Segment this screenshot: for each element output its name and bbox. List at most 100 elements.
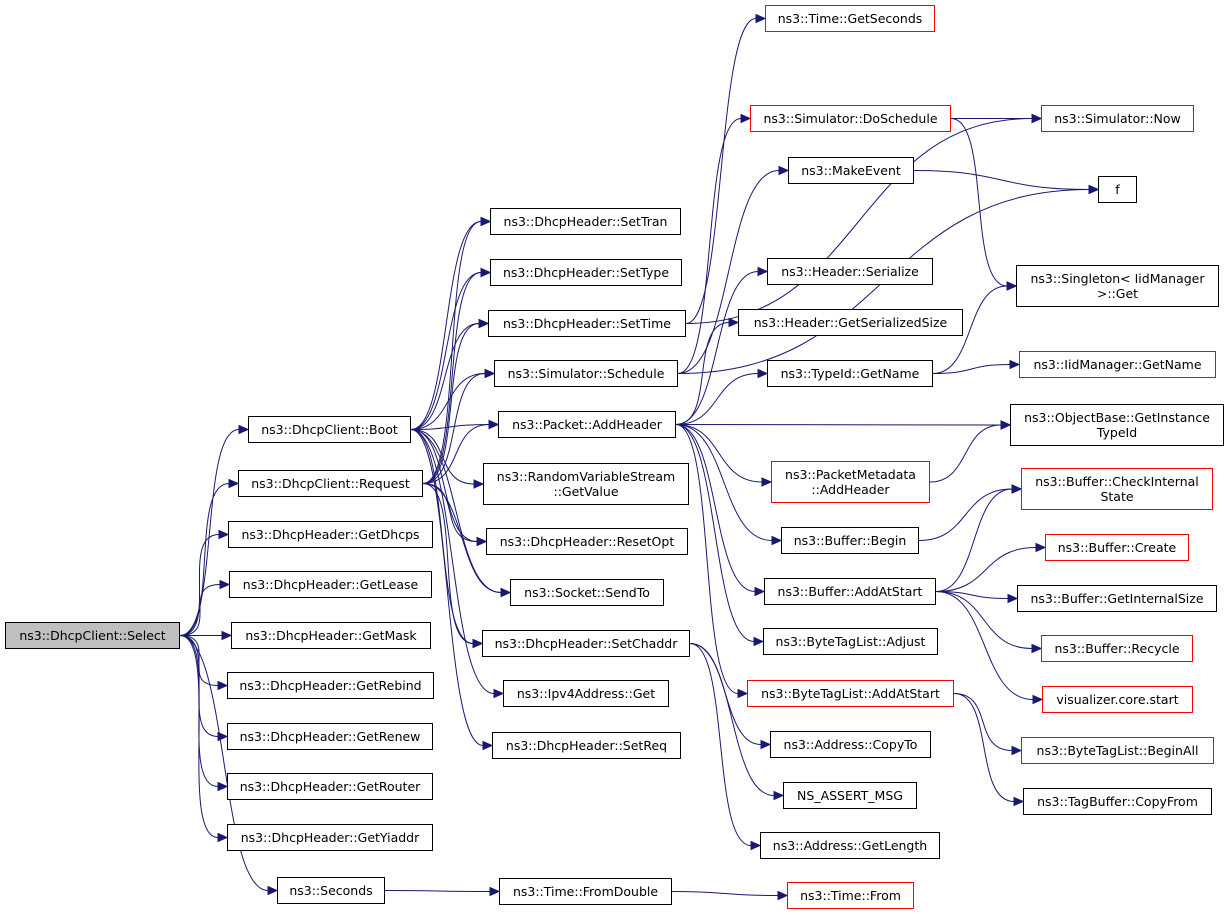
- arrowhead-request-sendto: [500, 587, 512, 598]
- arrowhead-addheader-hserialize: [757, 266, 769, 277]
- arrowhead-seconds-fromdouble: [489, 886, 501, 897]
- edge-request-setchaddr: [422, 483, 474, 644]
- node-hserialize[interactable]: ns3::Header::Serialize: [767, 258, 933, 285]
- arrowhead-request-settran: [480, 216, 492, 227]
- node-schedule[interactable]: ns3::Simulator::Schedule: [494, 360, 678, 387]
- node-typeidgetname[interactable]: ns3::TypeId::GetName: [767, 360, 933, 387]
- node-rvsgetvalue[interactable]: ns3::RandomVariableStream ::GetValue: [483, 463, 689, 505]
- node-btladjust[interactable]: ns3::ByteTagList::Adjust: [763, 628, 938, 655]
- node-settran[interactable]: ns3::DhcpHeader::SetTran: [490, 208, 681, 235]
- edge-addheader-typeidgetname: [675, 373, 759, 425]
- node-getrebind[interactable]: ns3::DhcpHeader::GetRebind: [227, 672, 434, 699]
- edge-makeevent-f: [913, 170, 1090, 190]
- edge-setchaddr-nsassert: [689, 643, 775, 796]
- node-hgetsersize[interactable]: ns3::Header::GetSerializedSize: [738, 309, 963, 336]
- node-fromdouble[interactable]: ns3::Time::FromDouble: [499, 878, 672, 905]
- arrowhead-pmaddheader-objgetinst: [1000, 420, 1012, 430]
- arrowhead-addheader-bufbegin: [771, 535, 783, 546]
- edge-bufbegin-bufcheck: [918, 488, 1013, 541]
- node-btlbeginall[interactable]: ns3::ByteTagList::BeginAll: [1021, 737, 1214, 764]
- node-singleton[interactable]: ns3::Singleton< IidManager >::Get: [1016, 265, 1219, 307]
- node-seconds[interactable]: ns3::Seconds: [277, 877, 385, 904]
- arrowhead-btladdatstart-tagcopyfrom: [1013, 796, 1025, 807]
- node-settime[interactable]: ns3::DhcpHeader::SetTime: [488, 310, 686, 337]
- node-timegetseconds[interactable]: ns3::Time::GetSeconds: [765, 5, 935, 32]
- node-select[interactable]: ns3::DhcpClient::Select: [5, 622, 180, 649]
- arrowhead-bufaddatstart-bufrecycle: [1031, 643, 1043, 654]
- node-nsassert[interactable]: NS_ASSERT_MSG: [783, 782, 917, 809]
- node-bufcheck[interactable]: ns3::Buffer::CheckInternal State: [1021, 468, 1213, 510]
- node-settype[interactable]: ns3::DhcpHeader::SetType: [490, 259, 682, 286]
- arrowhead-bufaddatstart-bufcheck: [1011, 484, 1023, 494]
- node-bufrecycle[interactable]: ns3::Buffer::Recycle: [1041, 635, 1193, 662]
- node-iidgetname[interactable]: ns3::IidManager::GetName: [1019, 351, 1216, 378]
- edge-addheader-btladjust: [675, 424, 755, 642]
- node-getrenew[interactable]: ns3::DhcpHeader::GetRenew: [227, 723, 433, 750]
- node-visstart[interactable]: visualizer.core.start: [1042, 686, 1193, 713]
- arrowhead-fromdouble-timefrom: [777, 890, 789, 901]
- node-getmask[interactable]: ns3::DhcpHeader::GetMask: [231, 622, 431, 649]
- node-setreq[interactable]: ns3::DhcpHeader::SetReq: [492, 732, 681, 759]
- arrowhead-request-settype: [480, 267, 492, 278]
- arrowhead-request-resetopt: [476, 536, 488, 547]
- node-setchaddr[interactable]: ns3::DhcpHeader::SetChaddr: [482, 630, 690, 657]
- edge-boot-addheader: [410, 424, 490, 430]
- arrowhead-select-seconds: [267, 885, 279, 896]
- arrowhead-request-settime: [478, 318, 490, 329]
- edge-settime-timegetseconds: [685, 18, 757, 324]
- edge-boot-settime: [410, 323, 480, 430]
- node-makeevent[interactable]: ns3::MakeEvent: [788, 157, 914, 184]
- node-bufgetinternal[interactable]: ns3::Buffer::GetInternalSize: [1017, 585, 1217, 612]
- node-ipv4get[interactable]: ns3::Ipv4Address::Get: [503, 680, 669, 707]
- node-btladdatstart[interactable]: ns3::ByteTagList::AddAtStart: [747, 680, 954, 707]
- node-getdhcps[interactable]: ns3::DhcpHeader::GetDhcps: [228, 521, 433, 548]
- arrowhead-setchaddr-addrgetlen: [750, 840, 762, 851]
- edge-setchaddr-addrgetlen: [689, 643, 752, 846]
- edge-bufaddatstart-bufgetinternal: [935, 591, 1009, 599]
- node-f[interactable]: f: [1098, 176, 1137, 203]
- node-timefrom[interactable]: ns3::Time::From: [787, 882, 914, 909]
- edge-bufaddatstart-bufcreate: [935, 547, 1037, 592]
- node-boot[interactable]: ns3::DhcpClient::Boot: [248, 416, 411, 443]
- edge-select-boot: [179, 429, 240, 636]
- node-resetopt[interactable]: ns3::DhcpHeader::ResetOpt: [486, 528, 688, 555]
- edge-fromdouble-timefrom: [671, 891, 779, 896]
- node-getyiaddr[interactable]: ns3::DhcpHeader::GetYiaddr: [227, 824, 433, 851]
- arrowhead-doschedule-simnow: [1031, 113, 1043, 124]
- node-addrgetlen[interactable]: ns3::Address::GetLength: [760, 832, 940, 859]
- node-objgetinst[interactable]: ns3::ObjectBase::GetInstance TypeId: [1010, 404, 1224, 446]
- edge-btladdatstart-btlbeginall: [953, 693, 1013, 751]
- node-addheader[interactable]: ns3::Packet::AddHeader: [498, 411, 676, 438]
- edge-select-request: [179, 483, 230, 636]
- node-bufbegin[interactable]: ns3::Buffer::Begin: [781, 527, 919, 554]
- arrowhead-addheader-typeidgetname: [757, 368, 769, 379]
- node-request[interactable]: ns3::DhcpClient::Request: [238, 470, 423, 497]
- edge-select-seconds: [179, 635, 269, 891]
- node-getlease[interactable]: ns3::DhcpHeader::GetLease: [229, 571, 432, 598]
- node-tagcopyfrom[interactable]: ns3::TagBuffer::CopyFrom: [1023, 788, 1212, 815]
- edge-bufaddatstart-bufcheck: [935, 488, 1013, 592]
- arrowhead-btladdatstart-btlbeginall: [1011, 745, 1023, 756]
- node-addrcopyto[interactable]: ns3::Address::CopyTo: [770, 731, 931, 758]
- edge-typeidgetname-singleton: [932, 285, 1008, 374]
- arrowhead-addheader-btladdatstart: [737, 688, 749, 699]
- node-bufaddatstart[interactable]: ns3::Buffer::AddAtStart: [764, 578, 936, 605]
- node-simnow[interactable]: ns3::Simulator::Now: [1041, 105, 1194, 132]
- arrowhead-settime-timegetseconds: [755, 13, 767, 24]
- node-sendto[interactable]: ns3::Socket::SendTo: [510, 579, 664, 606]
- edge-select-getdhcps: [179, 534, 220, 636]
- arrowhead-bufaddatstart-bufcreate: [1035, 542, 1047, 553]
- edge-boot-sendto: [410, 429, 502, 593]
- edge-addheader-pmaddheader: [675, 424, 763, 483]
- node-getrouter[interactable]: ns3::DhcpHeader::GetRouter: [227, 773, 433, 800]
- node-pmaddheader[interactable]: ns3::PacketMetadata ::AddHeader: [771, 461, 930, 503]
- arrowhead-typeidgetname-iidgetname: [1009, 359, 1021, 370]
- edge-schedule-makeevent: [677, 170, 780, 374]
- arrowhead-request-addheader: [488, 419, 500, 430]
- node-bufcreate[interactable]: ns3::Buffer::Create: [1045, 534, 1189, 561]
- edge-addheader-hgetsersize: [675, 322, 730, 425]
- edge-seconds-fromdouble: [384, 890, 491, 892]
- node-doschedule[interactable]: ns3::Simulator::DoSchedule: [750, 105, 951, 132]
- arrowhead-select-getlease: [219, 579, 231, 590]
